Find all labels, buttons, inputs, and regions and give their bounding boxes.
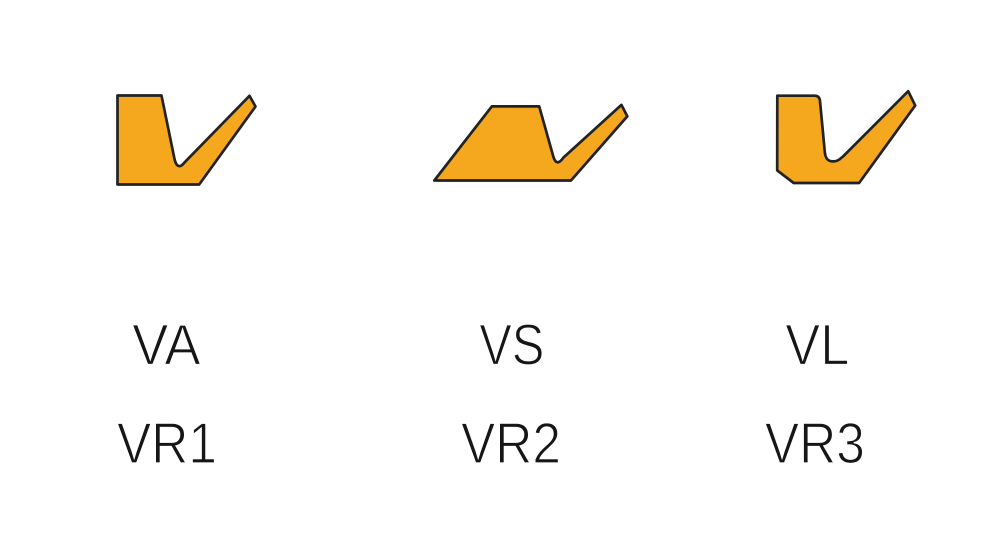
svg-text:VL: VL	[785, 314, 849, 378]
svg-text:VA: VA	[132, 314, 201, 378]
svg-text:VR1: VR1	[117, 412, 217, 476]
svg-text:VR2: VR2	[461, 412, 561, 476]
svg-text:VR3: VR3	[765, 412, 865, 476]
svg-text:VS: VS	[479, 314, 544, 378]
